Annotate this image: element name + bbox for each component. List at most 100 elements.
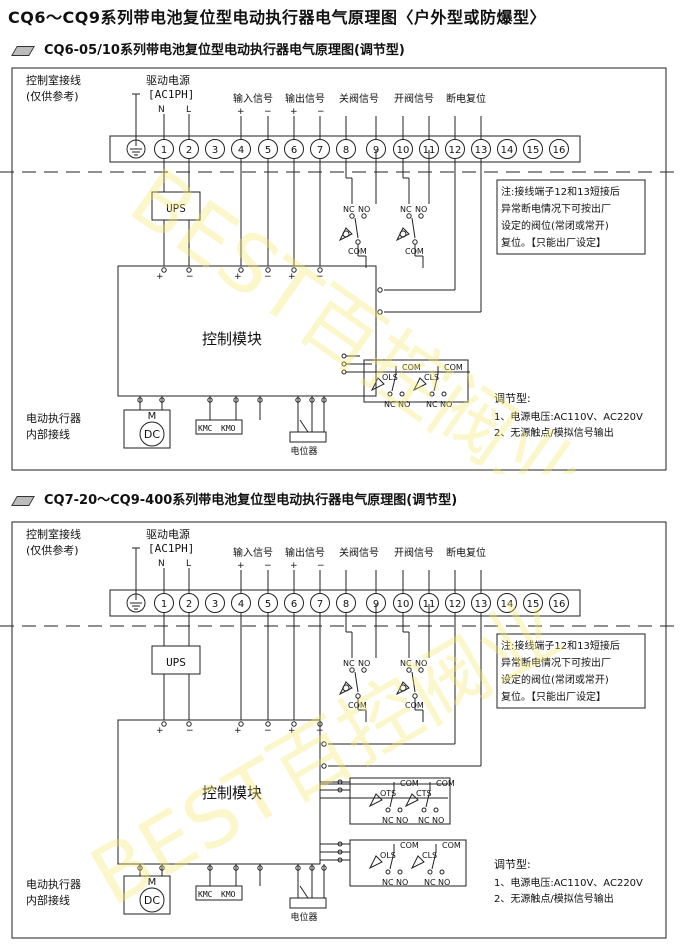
module-pin	[161, 267, 167, 273]
polarity-mark: +	[237, 561, 245, 571]
potentiometer-icon	[289, 431, 327, 443]
note-line: 复位。【只能出厂设定】	[501, 690, 606, 703]
terminal-label: 7	[317, 599, 323, 610]
reset-signal-label: 断电复位	[446, 546, 486, 559]
terminal-7	[310, 139, 330, 159]
terminal-label: 5	[265, 599, 271, 610]
com-label: COM	[402, 363, 421, 372]
no-label: NO	[398, 400, 410, 409]
module-pin	[291, 721, 297, 727]
nc-contact	[385, 869, 391, 875]
motor-frame	[123, 409, 171, 449]
terminal-16	[549, 139, 569, 159]
no-label: NO	[440, 400, 452, 409]
no-label: NO	[396, 878, 408, 887]
module-pin	[161, 721, 167, 727]
polarity-mark: +	[156, 272, 164, 282]
terminal-label: 6	[291, 599, 297, 610]
com-label: COM	[444, 363, 463, 372]
no-label: NO	[415, 659, 427, 668]
terminal-label: 13	[475, 145, 488, 156]
cam-icon	[342, 684, 350, 692]
ups-label: UPS	[166, 202, 186, 215]
module-pin	[337, 841, 343, 847]
terminal-1	[154, 139, 174, 159]
polarity-mark: +	[290, 561, 298, 571]
polarity-mark: +	[290, 107, 298, 117]
section-marker-icon	[11, 495, 35, 506]
polarity-mark: −	[264, 561, 272, 571]
nc-contact	[429, 391, 435, 397]
no-contact	[418, 213, 424, 219]
potentiometer-wiper	[299, 885, 309, 899]
internal-wiring-label: 电动执行器	[26, 877, 81, 891]
cam-icon	[338, 227, 353, 242]
module-pin	[337, 779, 343, 785]
terminal-label: 2	[186, 145, 192, 156]
terminal-1	[154, 593, 174, 613]
nc-label: NC	[384, 400, 396, 409]
power-spec: [AC1PH]	[148, 88, 194, 101]
terminal-10	[393, 593, 413, 613]
limit-switch-frame	[363, 359, 469, 403]
type-note-2: 2、无源触点/模拟信号输出	[494, 892, 614, 905]
module-pin	[137, 865, 143, 871]
note-line: 复位。【只能出厂设定】	[501, 236, 606, 249]
polarity-mark: +	[237, 107, 245, 117]
module-pin	[337, 857, 343, 863]
output-signal-label: 输出信号	[285, 92, 325, 105]
nc-label: NC	[400, 659, 412, 668]
close-signal-label: 关阀信号	[339, 546, 379, 559]
polarity-mark: +	[234, 272, 242, 282]
diagram-2-title: CQ7-20～CQ9-400系列带电池复位型电动执行器电气原理图(调节型)	[11, 489, 457, 508]
com-label: COM	[442, 841, 461, 850]
control-room-note: (仅供参考)	[26, 543, 79, 557]
switch-lever	[433, 373, 439, 392]
polarity-mark: +	[156, 726, 164, 736]
type-note-1: 1、电源电压:AC110V、AC220V	[494, 410, 643, 423]
no-label: NO	[358, 205, 370, 214]
module-label: 控制模块	[202, 330, 262, 348]
no-label: NO	[438, 878, 450, 887]
no-contact	[397, 807, 403, 813]
terminal-label: 1	[161, 145, 167, 156]
type-title: 调节型:	[494, 857, 531, 871]
module-pin	[321, 741, 327, 747]
terminal-label: 2	[186, 599, 192, 610]
terminal-3	[205, 139, 225, 159]
terminal-4	[231, 139, 251, 159]
terminal-13	[471, 139, 491, 159]
cam-icon	[404, 793, 419, 808]
module-pin	[341, 369, 347, 375]
switch-lever	[389, 851, 395, 870]
terminal-label: 13	[475, 599, 488, 610]
polarity-mark: +	[288, 272, 296, 282]
com-label: COM	[436, 779, 455, 788]
kmc-label: KMC	[198, 890, 213, 899]
com-label: COM	[405, 247, 424, 256]
nc-contact	[421, 807, 427, 813]
terminal-12	[445, 593, 465, 613]
diagram-1-title: CQ6-05/10系列带电池复位型电动执行器电气原理图(调节型)	[11, 39, 405, 58]
terminal-label: 10	[397, 145, 410, 156]
terminal-label: 15	[527, 599, 540, 610]
module-pin	[265, 267, 271, 273]
section-marker-icon	[11, 45, 35, 56]
module-pin	[233, 397, 239, 403]
watermark: BEST百控阀业	[114, 151, 597, 474]
cam-icon	[368, 793, 383, 808]
terminal-6	[284, 139, 304, 159]
nc-label: NC	[418, 816, 430, 825]
power-n-label: N	[158, 559, 165, 569]
terminal-14	[497, 139, 517, 159]
type-note-1: 1、电源电压:AC110V、AC220V	[494, 876, 643, 889]
module-pin	[238, 267, 244, 273]
ols-cls-frame	[349, 839, 467, 887]
ups-box	[151, 645, 201, 675]
module-pin	[186, 721, 192, 727]
module-pin	[321, 763, 327, 769]
diagram-frame	[11, 67, 667, 471]
module-pin	[309, 397, 315, 403]
com-contact	[355, 239, 361, 245]
